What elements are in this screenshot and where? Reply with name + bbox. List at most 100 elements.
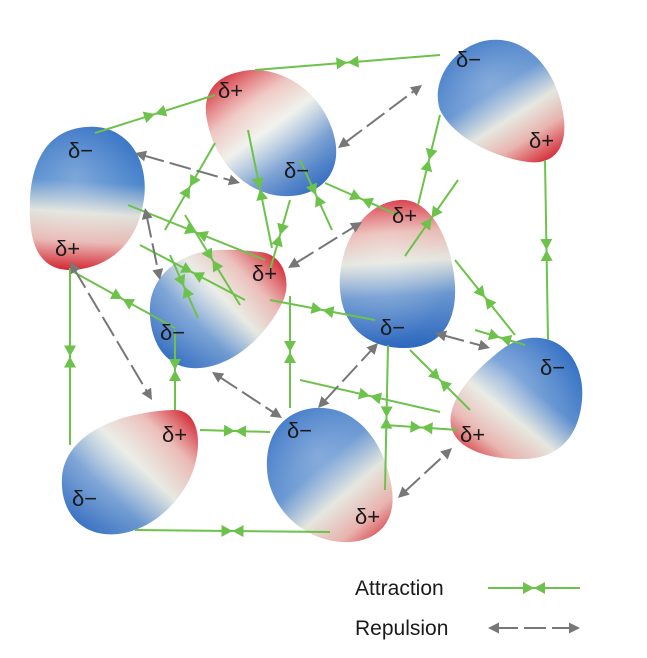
attraction-arrow-8: [269, 299, 376, 321]
arrowhead: [347, 55, 359, 68]
attraction-arrow-27: [69, 269, 176, 329]
arrowhead: [357, 387, 370, 400]
molecule-3: [437, 39, 565, 163]
attraction-arrow-1: [94, 94, 216, 134]
arrowhead: [64, 356, 76, 368]
attraction-arrow-6: [269, 199, 291, 271]
legend-attraction-arrow: [488, 582, 580, 594]
molecule-4-negative-label: δ−: [160, 320, 185, 345]
arrowhead: [212, 372, 225, 383]
arrowhead: [540, 250, 553, 262]
arrowhead: [523, 582, 534, 594]
arrowhead: [182, 286, 194, 299]
attraction-arrow-20: [134, 524, 331, 538]
arrowhead: [349, 189, 362, 201]
arrowhead: [440, 448, 452, 460]
arrowhead: [310, 302, 323, 314]
attraction-arrow-16: [64, 268, 76, 445]
attraction-arrow-13: [284, 296, 296, 408]
attraction-arrow-5: [247, 129, 273, 249]
arrowhead: [155, 104, 168, 117]
arrowhead: [569, 622, 580, 634]
arrowhead: [223, 424, 235, 437]
arrowhead: [179, 186, 190, 200]
legend-attraction-key-arrow: [488, 582, 580, 594]
arrowhead: [473, 285, 485, 298]
legend-repulsion-arrow: [488, 622, 580, 634]
arrowhead: [366, 343, 378, 355]
arrowhead: [435, 330, 448, 342]
arrowhead: [201, 247, 213, 260]
attraction-arrow-11: [540, 159, 553, 341]
repulsion-arrow-9: [398, 448, 452, 498]
legend-repulsion-label: Repulsion: [355, 617, 448, 640]
repulsion-arrow-2: [338, 85, 422, 148]
molecule-8-positive-label: δ+: [355, 504, 380, 529]
attraction-arrow-23: [404, 179, 459, 257]
molecule-2-positive-label: δ+: [218, 78, 243, 103]
arrowhead: [370, 392, 383, 405]
arrowhead: [305, 182, 317, 195]
molecule-5: [339, 199, 456, 348]
repulsion-arrow-3: [141, 208, 164, 280]
arrowhead: [196, 231, 209, 243]
arrowhead: [269, 407, 282, 418]
arrowhead: [431, 205, 443, 218]
arrowhead: [380, 406, 393, 418]
repulsion-line: [403, 452, 447, 494]
repulsion-line: [218, 375, 276, 415]
arrowhead: [190, 173, 201, 187]
arrowhead: [122, 299, 136, 310]
arrowhead: [64, 345, 76, 357]
arrowhead: [284, 341, 296, 352]
arrowhead: [109, 288, 123, 299]
legend-repulsion-key-arrow: [488, 622, 580, 634]
molecule-1-positive-label: δ+: [55, 236, 80, 261]
molecule-2-negative-label: δ−: [284, 158, 309, 183]
attraction-arrow-2: [254, 54, 441, 71]
attraction-arrow-17: [169, 330, 181, 410]
legend: Attraction Repulsion: [355, 577, 580, 640]
attraction-arrow-9: [324, 182, 399, 216]
arrowhead: [271, 235, 283, 248]
arrowhead: [277, 222, 289, 235]
arrowhead: [135, 150, 148, 162]
molecule-4-positive-label: δ+: [252, 261, 277, 286]
arrowhead: [488, 622, 499, 634]
molecule-7-negative-label: δ−: [72, 486, 97, 511]
attraction-arrow-12: [454, 259, 516, 336]
repulsion-arrow-1: [135, 150, 240, 186]
repulsion-arrows: [70, 85, 490, 498]
arrowhead: [232, 525, 244, 538]
molecule-3-negative-label: δ−: [456, 47, 481, 72]
arrowhead: [174, 274, 186, 287]
arrowhead: [398, 486, 410, 498]
attraction-arrows: [64, 54, 553, 538]
arrowhead: [410, 420, 422, 433]
molecule-8: [266, 407, 393, 543]
arrowhead: [440, 380, 453, 393]
arrowhead: [141, 208, 153, 220]
arrowhead: [315, 195, 327, 208]
repulsion-arrow-5: [70, 262, 152, 400]
arrowhead: [184, 222, 197, 234]
arrowhead: [192, 272, 206, 283]
charge-labels: δ− δ+ δ+ δ− δ− δ+ δ+ δ− δ+ δ− δ− δ+ δ+ δ…: [55, 47, 565, 529]
repulsion-line: [322, 348, 374, 403]
arrowhead: [540, 238, 553, 250]
arrowhead: [421, 422, 433, 435]
attraction-arrow-19: [384, 420, 459, 435]
molecule-6-positive-label: δ+: [460, 422, 485, 447]
arrowhead: [70, 262, 81, 275]
arrowhead: [349, 222, 362, 233]
molecule-5-negative-label: δ−: [380, 315, 405, 340]
arrowhead: [141, 387, 152, 400]
molecule-5-positive-label: δ+: [392, 203, 417, 228]
repulsion-line: [294, 225, 356, 265]
repulsion-arrow-4: [288, 222, 362, 268]
arrowhead: [169, 370, 181, 381]
arrowhead: [420, 218, 432, 231]
repulsion-line: [142, 154, 233, 182]
attraction-arrow-7: [164, 142, 216, 231]
arrowhead: [487, 328, 500, 341]
